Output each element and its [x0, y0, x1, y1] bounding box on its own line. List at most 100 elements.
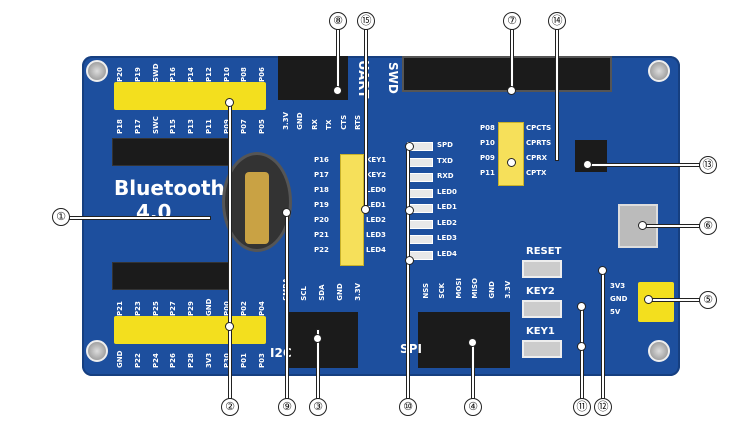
button-reset[interactable]: RESET [522, 246, 582, 286]
silk-label: P21 [116, 301, 124, 316]
callout-dot [405, 256, 414, 265]
silk-label: P27 [169, 301, 178, 316]
button-key1[interactable]: KEY1 [522, 326, 582, 366]
tact-switch[interactable] [522, 300, 562, 318]
silk-label: SCK [438, 282, 447, 299]
callout-number: ⑪ [573, 398, 591, 416]
callout-line [70, 217, 210, 219]
screw-icon [648, 60, 670, 82]
silk-label: P04 [258, 301, 266, 316]
button-label: KEY1 [526, 326, 555, 337]
callout-line [511, 30, 513, 90]
led-icon [407, 219, 433, 229]
silk-label: P11 [204, 119, 213, 134]
callout-dot [333, 86, 342, 95]
button-key2[interactable]: KEY2 [522, 286, 582, 326]
callout-number: ⑤ [699, 291, 717, 309]
callout-number: ④ [464, 398, 482, 416]
led-label: LED3 [437, 234, 457, 242]
led-row: RXD [407, 171, 487, 187]
callout-line [581, 306, 583, 398]
led-row: LED1 [407, 202, 487, 218]
led-label: SPD [437, 141, 453, 149]
silk-label: RTS [353, 114, 362, 130]
silk-label: SWC [151, 116, 160, 134]
silk-label: MISO [471, 278, 480, 299]
silk-label: P19 [314, 201, 329, 209]
callout-number: ② [221, 398, 239, 416]
female-header-top [112, 138, 230, 166]
silk-label: GND [116, 350, 124, 368]
silk-label: RX [310, 119, 319, 130]
tact-switch[interactable] [522, 260, 562, 278]
silk-label: KEY2 [366, 171, 387, 179]
callout-line [365, 30, 367, 205]
silk-label: TX [325, 119, 334, 130]
swd-label: SWD [386, 62, 400, 94]
led-label: LED1 [437, 203, 457, 211]
silk-label: P16 [169, 67, 178, 82]
silk-label: P08 [480, 124, 495, 132]
silk-label: P20 [314, 216, 329, 224]
silk-label: P06 [258, 67, 266, 82]
silk-label: P03 [258, 353, 266, 368]
silk-label: 5V [610, 308, 621, 316]
silk-label: 3.3V [282, 112, 290, 130]
callout-dot [577, 342, 586, 351]
screw-icon [86, 60, 108, 82]
callout-number: ⑫ [594, 398, 612, 416]
led-icon [407, 235, 433, 244]
callout-dot [638, 221, 647, 230]
callout-number: ⑬ [699, 156, 717, 174]
i2c-connector [286, 312, 358, 368]
led-row: LED2 [407, 218, 487, 234]
callout-line [556, 30, 558, 160]
silk-label: CPCTS [526, 124, 552, 132]
callout-line [587, 164, 699, 166]
io-jumpers[interactable] [340, 154, 364, 266]
silk-label: P13 [187, 119, 195, 134]
led-icon [407, 188, 433, 198]
silk-label: P26 [169, 353, 178, 368]
callout-number: ⑦ [503, 12, 521, 30]
callout-line [642, 225, 699, 227]
silk-label: LED4 [366, 246, 386, 254]
uart-jumpers[interactable] [498, 122, 524, 186]
silk-label: P07 [240, 119, 249, 134]
i2c-label: I2C [270, 346, 292, 360]
battery-clip [245, 172, 269, 244]
uart-label: UART [355, 60, 370, 99]
silk-label: KEY1 [366, 156, 387, 164]
callout-dot [225, 322, 234, 331]
callout-line [229, 103, 231, 398]
led-row: LED0 [407, 187, 487, 203]
silk-label: GND [336, 283, 344, 301]
silk-label: NSS [422, 282, 430, 299]
silk-label: P29 [187, 301, 195, 316]
silk-label: P28 [187, 353, 195, 368]
silk-label: GND [204, 298, 213, 316]
silk-label: LED3 [366, 231, 386, 239]
screw-icon [86, 340, 108, 362]
silk-label: GND [487, 281, 496, 299]
silk-label: 3.3V [503, 280, 512, 299]
silk-label: CPRX [526, 154, 548, 162]
callout-line [602, 270, 604, 398]
silk-label: P01 [240, 353, 249, 368]
callout-dot [313, 334, 322, 343]
power-header[interactable] [638, 282, 674, 322]
silk-label: P19 [133, 67, 142, 82]
led-label: RXD [437, 172, 454, 180]
silk-label: 3V3 [610, 282, 626, 290]
silk-label: GND [296, 112, 305, 130]
tact-switch[interactable] [522, 340, 562, 358]
silk-label: P16 [314, 156, 329, 164]
silk-label: P10 [480, 139, 495, 147]
silk-label: P08 [240, 67, 249, 82]
silk-label: LED1 [366, 201, 386, 209]
silk-label: P12 [204, 67, 213, 82]
callout-number: ⑧ [329, 12, 347, 30]
callout-dot [361, 205, 370, 214]
silk-label: P24 [151, 353, 160, 368]
